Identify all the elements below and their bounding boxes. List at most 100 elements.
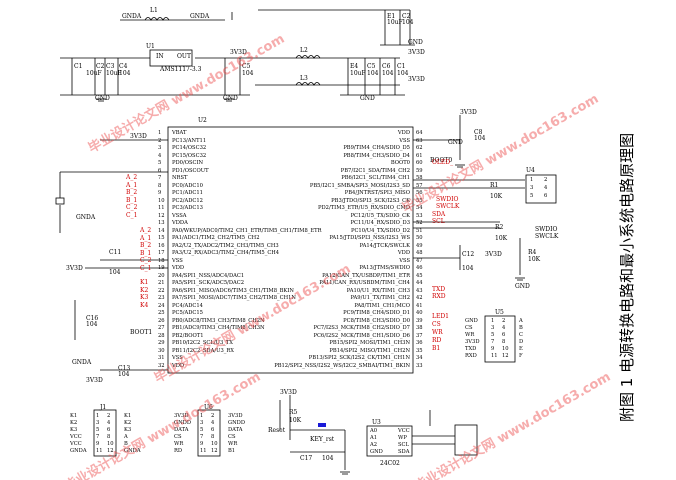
header-left-net: GNDA [70,448,87,454]
mcu-pin-number: 58 [416,175,423,181]
key-net-label: K4 [140,301,149,309]
r1-value: 10K [490,193,503,200]
mcu-pin-number: 21 [158,280,165,286]
r2-value: 10K [495,235,508,242]
adc-net-label: A_1 [140,234,152,242]
cap-e6-value: 104 [382,70,394,77]
cap-c3-label: C3 [106,63,115,70]
eeprom-pin-right: SCL [398,442,409,448]
swd-header-label: U4 [526,167,535,174]
mcu-pin-number: 38 [416,325,423,331]
header-pin-number: 6 [502,332,506,338]
mcu-pin-name: PA7/SPI1_MOSI/ADC7/TIM3_CH2/TIM8_CH1N [172,295,296,301]
header-pin-number: 8 [107,434,111,440]
right-net-label: SDA [432,211,446,218]
header-pin-number: 3 [491,325,495,331]
figure-caption: 附图 1 电源转换电路和最小系统电路原理图 [572,8,636,428]
eeprom-pin-left: A1 [370,435,378,441]
mcu-pin-name: PB0/ADC8/TIM3_CH3/TIM8_CH2N [172,317,265,324]
r5-label: R5 [289,409,298,416]
mcu-pin-number: 30 [158,347,165,354]
adc-net-label: C_1 [140,264,152,272]
right-net-label: B1 [432,345,441,352]
mcu-pin-name: PB15/SPI2_MOSI/TIM1_CH3N [329,340,410,346]
mcu-pin-name: VSSA [172,212,187,219]
mcu-pin-number: 33 [416,362,423,369]
header-right-net: C [519,332,523,338]
header-right-net: B [124,441,128,447]
mcu-pin-name: PA9/U1_TX/TIM1_CH2 [350,295,410,301]
cap-c4-label: C4 [119,63,128,70]
mcu-pin-name: PB7/I2C1_SDA/TIM4_CH2 [340,167,410,174]
mcu-pin-number: 24 [158,302,165,309]
header-pin-number: 10 [502,346,509,352]
mcu-pin-number: 39 [416,317,423,324]
right-net-label: CS [432,321,441,328]
header-pin-number: 10 [211,441,218,447]
right-net-label: SWCLK [436,203,460,210]
cap-c5-value: 104 [242,70,254,77]
mcu-pin-name: PA14/JTCK/SWCLK [359,242,410,249]
right-net-label: LED1 [432,313,449,320]
cap-c12-label: C12 [462,251,475,258]
adc-net-label: A_2 [126,174,138,181]
mcu-pin-number: 26 [158,317,165,324]
cap-e2-value: 104 [402,19,414,26]
mcu-pin-number: 9 [158,190,162,196]
mcu-pin-number: 18 [158,257,165,264]
v33-label-left2: 3V3D [66,265,83,272]
mcu-pin-number: 45 [416,272,423,279]
mcu-pin-name: PB8/TIM4_CH3/SDIO_D4 [343,152,410,159]
mcu-pin-name: PB4/JNTRST/SPI3_MISO [344,190,410,196]
header-name: U5 [495,309,504,316]
cap-e2-label: C2 [402,13,411,20]
mcu-pin-number: 14 [158,227,165,234]
caption-text: 附图 1 电源转换电路和最小系统电路原理图 [618,132,636,422]
mcu-pin-name: VSS [399,137,410,144]
mcu-pin-number: 64 [416,130,423,136]
cap-c8-value: 104 [474,135,486,142]
c17-value: 104 [322,455,334,462]
mcu-pin-number: 28 [158,332,165,339]
adc-net-label: B_2 [140,242,152,249]
header-pin-number: 12 [107,448,114,454]
cap-c5-label: C5 [242,63,251,70]
header-name: J1 [100,404,107,411]
header-pin-number: 2 [211,413,215,419]
mcu-pin-number: 50 [416,235,423,241]
mcu-pin-name: VSS [172,355,183,361]
header-pin-number: 6 [211,427,215,433]
mcu-pin-name: VSS [399,257,410,264]
header-left-net: TXD [465,346,477,352]
header-right-net: K2 [124,420,132,426]
header-right-net: B [519,325,523,331]
mcu-pin-number: 16 [158,242,165,249]
regulator-out-label: OUT [177,53,191,60]
adc-net-label: B_1 [126,196,138,204]
header-pin-number: 4 [211,420,215,426]
swd-pin-number: 5 [530,193,534,199]
v33-label-top: 3V3D [230,49,247,56]
key-net-label: K1 [140,279,149,286]
v33-label-right2: 3V3D [408,76,425,83]
header-left-net: K1 [70,413,78,419]
mcu-pin-number: 35 [416,347,423,354]
r1-label: R1 [490,182,499,189]
adc-net-label: C_2 [126,204,138,211]
header-right-net: F [519,353,523,359]
header-right-net: E [519,346,523,352]
header-left-net: VCC [70,434,82,440]
header-pin-number: 5 [96,427,100,433]
mcu-pin-name: PA11/CAN_RX/USBDM/TIM1_CH4 [319,280,410,286]
gnda-label-left2: GNDA [72,359,92,366]
mcu-pin-number: 31 [158,355,165,361]
swd-pin-number: 2 [544,177,548,183]
mcu-pin-number: 12 [158,212,165,219]
mcu-pin-name: PB11/I2C2_SDA/U3_RX [172,347,234,354]
mcu-pin-name: PB13/SPI2_SCK/I2S2_CK/TIM1_CH1N [308,355,410,361]
cap-c16-label: C16 [86,315,99,322]
cap-e5-label: C5 [367,63,376,70]
mcu-pin-name: PA0/WKUP/ADC0/TIM2_CH1_ETR/TIM5_CH1/TIM8… [172,227,322,234]
header-right-net: K1 [124,413,132,419]
mcu-pin-name: VDDA [172,220,188,226]
